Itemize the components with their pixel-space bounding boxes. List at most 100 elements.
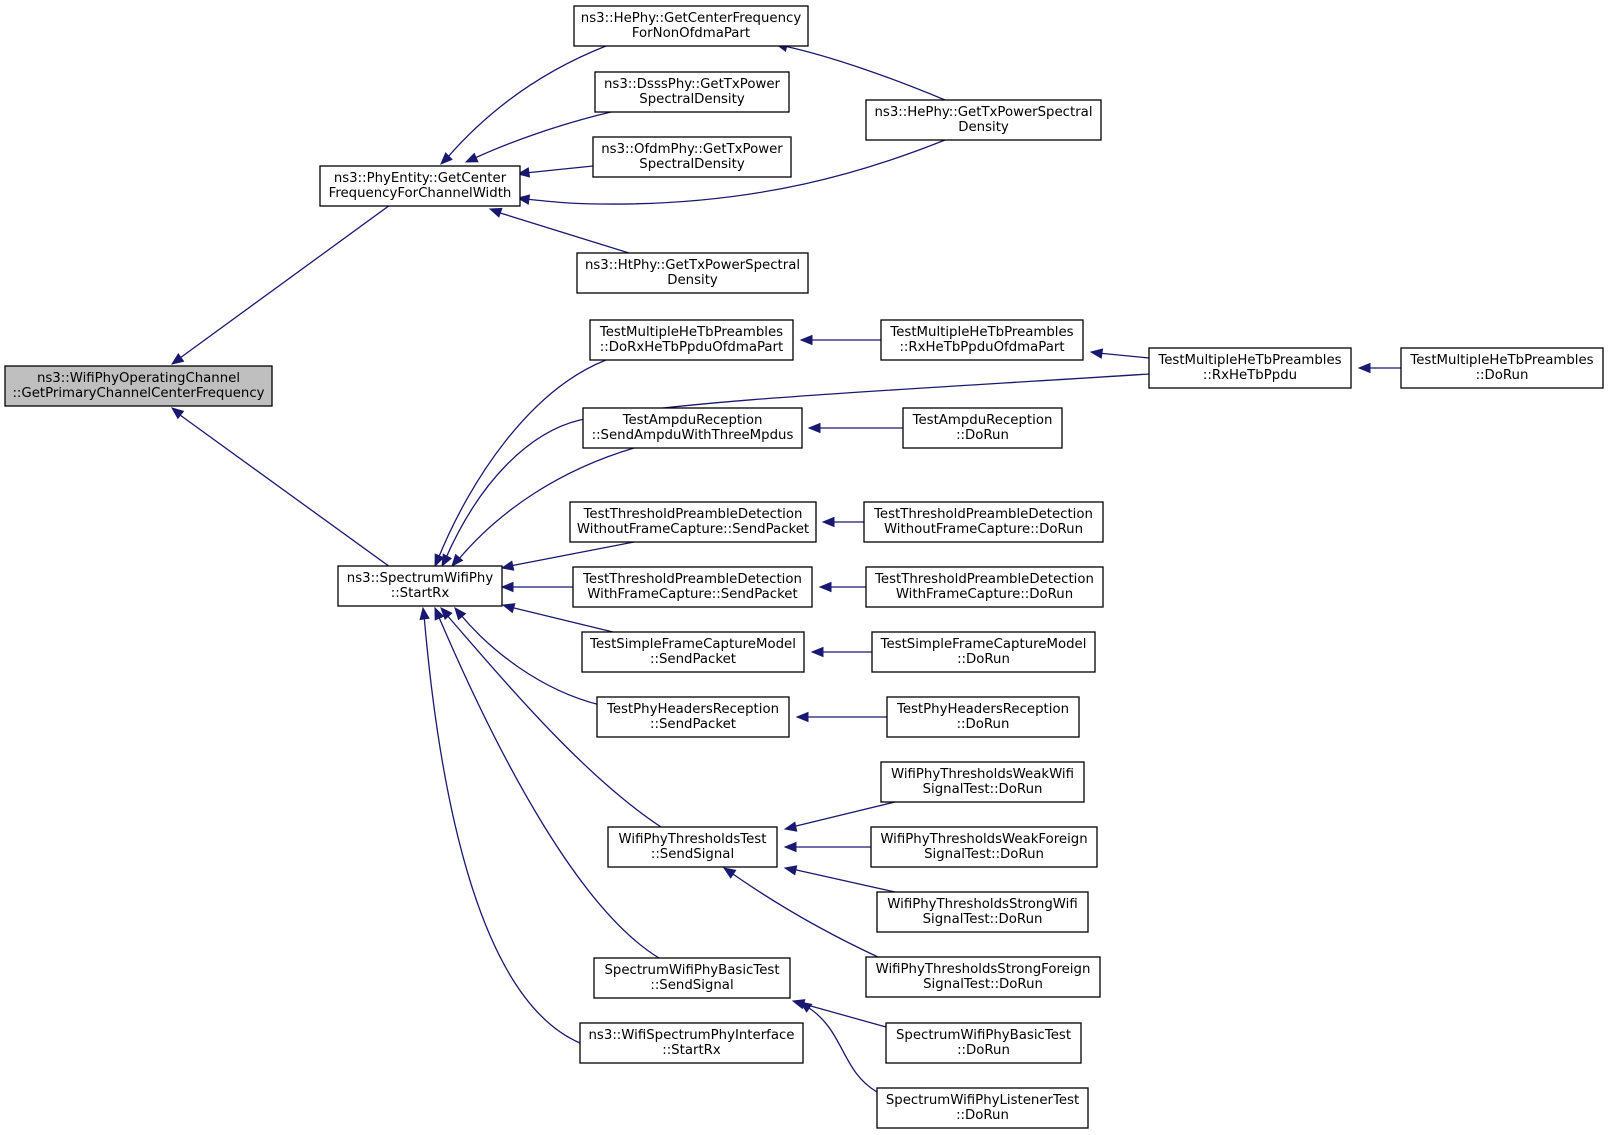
node-label-line: ::GetPrimaryChannelCenterFrequency — [12, 386, 264, 401]
node-box — [573, 5, 809, 47]
node-phyentity[interactable]: ns3::PhyEntity::GetCenterFrequencyForCha… — [319, 165, 521, 207]
node-wspi-startrx[interactable]: ns3::WifiSpectrumPhyInterface::StartRx — [579, 1022, 804, 1064]
node-tpd-wo-dorun[interactable]: TestThresholdPreambleDetectionWithoutFra… — [863, 501, 1104, 543]
node-wpt-strongwifi[interactable]: WifiPhyThresholdsStrongWifiSignalTest::D… — [876, 891, 1089, 933]
node-box — [582, 407, 803, 449]
node-label-line: ::DoRun — [957, 652, 1010, 667]
edge-line — [496, 211, 630, 254]
node-label-line: TestMultipleHeTbPreambles — [1409, 353, 1593, 368]
arrowhead-icon — [795, 711, 809, 723]
arrowhead-icon — [170, 407, 185, 420]
node-tpd-wo-send[interactable]: TestThresholdPreambleDetectionWithoutFra… — [569, 501, 817, 543]
node-label-line: SignalTest::DoRun — [924, 847, 1044, 862]
arrowhead-icon — [419, 606, 430, 621]
arrowhead-icon — [501, 603, 516, 614]
node-label-line: ::SendPacket — [650, 717, 736, 732]
node-box — [871, 631, 1096, 673]
node-label-line: ns3::SpectrumWifiPhy — [347, 571, 494, 586]
node-tpd-w-dorun[interactable]: TestThresholdPreambleDetectionWithFrameC… — [865, 566, 1104, 608]
call-edges — [170, 41, 1401, 1093]
call-edge — [454, 606, 601, 706]
node-box — [319, 165, 521, 207]
arrowhead-icon — [516, 167, 531, 178]
node-ampdu-dorun[interactable]: TestAmpduReception::DoRun — [902, 407, 1063, 449]
node-box — [880, 761, 1085, 803]
node-tmhe-rxppdu[interactable]: TestMultipleHeTbPreambles::RxHeTbPpdu — [1148, 347, 1352, 389]
node-box — [589, 319, 794, 361]
node-wpt-weakwifi[interactable]: WifiPhyThresholdsWeakWifiSignalTest::DoR… — [880, 761, 1085, 803]
node-tpd-w-send[interactable]: TestThresholdPreambleDetectionWithFrameC… — [572, 566, 813, 608]
node-label-line: ns3::DsssPhy::GetTxPower — [604, 77, 781, 92]
node-swpb-send[interactable]: SpectrumWifiPhyBasicTest::SendSignal — [593, 957, 791, 999]
node-box — [1148, 347, 1352, 389]
node-tmhe-dorun[interactable]: TestMultipleHeTbPreambles::DoRun — [1400, 347, 1604, 389]
node-box — [865, 99, 1102, 141]
edge-line — [783, 45, 946, 101]
node-wpt-send[interactable]: WifiPhyThresholdsTest::SendSignal — [607, 826, 778, 868]
node-startrx[interactable]: ns3::SpectrumWifiPhy::StartRx — [337, 565, 503, 607]
arrowhead-icon — [818, 581, 832, 593]
node-label-line: ::SendSignal — [650, 978, 733, 993]
node-wpt-weakforeign[interactable]: WifiPhyThresholdsWeakForeignSignalTest::… — [870, 826, 1098, 868]
node-box — [863, 501, 1104, 543]
node-tmhe-dorx[interactable]: TestMultipleHeTbPreambles::DoRxHeTbPpduO… — [589, 319, 794, 361]
node-label-line: WifiPhyThresholdsWeakForeign — [880, 832, 1087, 847]
node-box — [865, 956, 1101, 998]
call-edge — [783, 801, 896, 832]
call-edge — [500, 541, 635, 571]
node-label-line: WithFrameCapture::SendPacket — [587, 587, 797, 602]
node-label-line: TestMultipleHeTbPreambles — [889, 325, 1073, 340]
node-label-line: ::DoRxHeTbPpduOfdmaPart — [600, 340, 783, 355]
node-box — [4, 365, 273, 407]
edge-line — [459, 613, 601, 706]
node-label-line: ::SendSignal — [651, 847, 734, 862]
node-swpl-dorun[interactable]: SpectrumWifiPhyListenerTest::DoRun — [876, 1087, 1089, 1129]
call-edge — [1089, 348, 1150, 359]
node-tmhe-rxofdma[interactable]: TestMultipleHeTbPreambles::RxHeTbPpduOfd… — [880, 319, 1084, 361]
node-box — [1400, 347, 1604, 389]
node-tphr-send[interactable]: TestPhyHeadersReception::SendPacket — [596, 696, 790, 738]
call-edge — [434, 359, 607, 568]
edge-line — [437, 359, 607, 560]
node-label-line: WifiPhyThresholdsTest — [619, 832, 767, 847]
node-label-line: WithoutFrameCapture::SendPacket — [577, 522, 809, 537]
arrowhead-icon — [434, 606, 445, 621]
node-tsfc-send[interactable]: TestSimpleFrameCaptureModel::SendPacket — [581, 631, 805, 673]
node-swpb-dorun[interactable]: SpectrumWifiPhyBasicTest::DoRun — [885, 1022, 1082, 1064]
node-ampdu-send[interactable]: TestAmpduReception::SendAmpduWithThreeMp… — [582, 407, 803, 449]
call-nodes: ns3::WifiPhyOperatingChannel::GetPrimary… — [4, 5, 1604, 1129]
node-box — [880, 319, 1084, 361]
edge-line — [445, 613, 662, 828]
edge-line — [524, 139, 946, 205]
node-label-line: ::DoRun — [1476, 368, 1529, 383]
node-wpt-strongforeign[interactable]: WifiPhyThresholdsStrongForeignSignalTest… — [865, 956, 1101, 998]
node-tsfc-dorun[interactable]: TestSimpleFrameCaptureModel::DoRun — [871, 631, 1096, 673]
call-edge — [500, 581, 573, 593]
node-label-line: TestThresholdPreambleDetection — [582, 572, 802, 587]
arrowhead-icon — [722, 867, 737, 879]
node-box — [607, 826, 778, 868]
node-box — [902, 407, 1063, 449]
node-label-line: ns3::OfdmPhy::GetTxPower — [601, 142, 783, 157]
arrowhead-icon — [170, 353, 185, 365]
call-edge — [434, 606, 660, 959]
node-box — [579, 1022, 804, 1064]
edge-line — [799, 1002, 887, 1028]
node-hephy-nonofdma[interactable]: ns3::HePhy::GetCenterFrequencyForNonOfdm… — [573, 5, 809, 47]
node-label-line: ::SendPacket — [650, 652, 736, 667]
node-label-line: SpectralDensity — [639, 157, 745, 172]
edge-line — [1097, 352, 1150, 359]
arrowhead-icon — [783, 841, 797, 853]
node-box — [865, 566, 1104, 608]
node-box — [885, 1022, 1082, 1064]
node-label-line: ForNonOfdmaPart — [632, 26, 750, 41]
node-label-line: ns3::WifiSpectrumPhyInterface — [589, 1028, 795, 1043]
node-box — [594, 71, 790, 113]
node-label-line: TestThresholdPreambleDetection — [874, 572, 1094, 587]
node-tphr-dorun[interactable]: TestPhyHeadersReception::DoRun — [886, 696, 1080, 738]
